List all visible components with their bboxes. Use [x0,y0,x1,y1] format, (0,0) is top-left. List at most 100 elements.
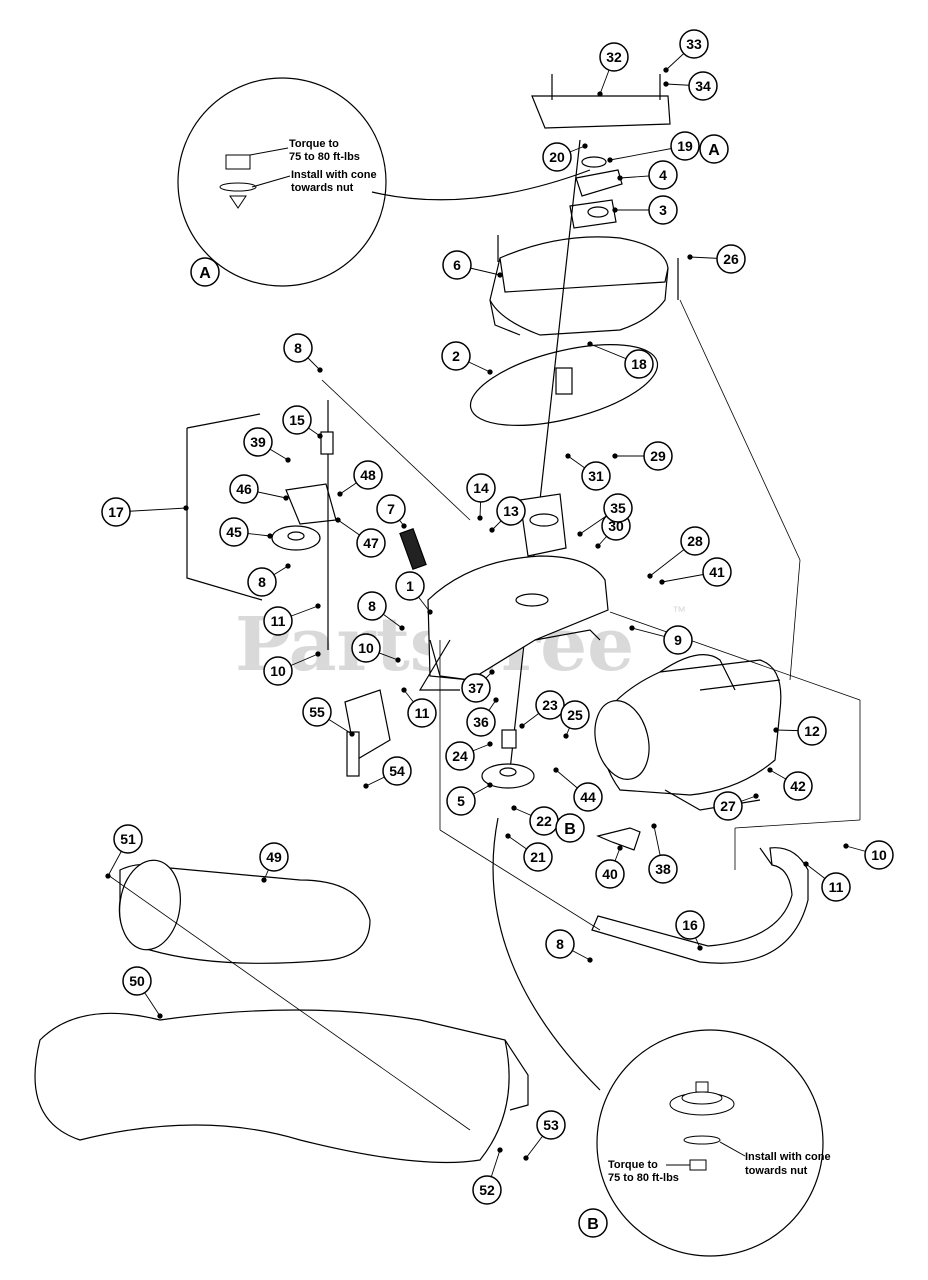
callout-bubble[interactable] [243,427,273,457]
callout-part-19[interactable]: 19 [670,131,700,161]
callout-part-8c[interactable]: 8 [357,591,387,621]
callout-part-17[interactable]: 17 [101,497,131,527]
callout-part-44[interactable]: 44 [573,782,603,812]
callout-bubble[interactable] [263,606,293,636]
callout-bubble[interactable] [648,160,678,190]
callout-part-53[interactable]: 53 [536,1110,566,1140]
callout-part-13[interactable]: 13 [496,496,526,526]
callout-part-28[interactable]: 28 [680,526,710,556]
callout-bubble[interactable] [247,567,277,597]
callout-bubble[interactable] [259,842,289,872]
callout-bubble[interactable] [466,473,496,503]
callout-bubble[interactable] [670,131,700,161]
callout-part-14[interactable]: 14 [466,473,496,503]
callout-bubble[interactable] [783,771,813,801]
callout-part-22[interactable]: 22 [529,806,559,836]
callout-bubble[interactable] [797,716,827,746]
callout-part-51[interactable]: 51 [113,824,143,854]
callout-bubble[interactable] [376,494,406,524]
callout-bubble[interactable] [716,244,746,274]
callout-bubble[interactable] [679,29,709,59]
callout-bubble[interactable] [466,707,496,737]
callout-bubble[interactable] [356,528,386,558]
callout-part-8b[interactable]: 8 [247,567,277,597]
callout-part-1[interactable]: 1 [395,571,425,601]
callout-part-50[interactable]: 50 [122,966,152,996]
callout-bubble[interactable] [302,697,332,727]
callout-part-39[interactable]: 39 [243,427,273,457]
callout-bubble[interactable] [713,791,743,821]
callout-bubble[interactable] [573,782,603,812]
callout-part-11c[interactable]: 11 [821,872,851,902]
callout-bubble[interactable] [523,842,553,872]
callout-bubble[interactable] [599,42,629,72]
callout-part-18[interactable]: 18 [624,349,654,379]
callout-part-27[interactable]: 27 [713,791,743,821]
callout-bubble[interactable] [122,966,152,996]
callout-part-11b[interactable]: 11 [407,698,437,728]
callout-part-5[interactable]: 5 [446,786,476,816]
detail-ref-bubble[interactable] [699,134,729,164]
callout-part-31[interactable]: 31 [581,461,611,491]
callout-bubble[interactable] [663,625,693,655]
callout-part-15[interactable]: 15 [282,405,312,435]
callout-part-23[interactable]: 23 [535,690,565,720]
callout-part-12[interactable]: 12 [797,716,827,746]
callout-part-40[interactable]: 40 [595,859,625,889]
callout-part-26[interactable]: 26 [716,244,746,274]
callout-bubble[interactable] [675,910,705,940]
callout-part-24[interactable]: 24 [445,741,475,771]
callout-bubble[interactable] [643,441,673,471]
callout-part-3[interactable]: 3 [648,195,678,225]
callout-bubble[interactable] [648,854,678,884]
callout-bubble[interactable] [395,571,425,601]
callout-part-9[interactable]: 9 [663,625,693,655]
callout-part-20[interactable]: 20 [542,142,572,172]
callout-part-6[interactable]: 6 [442,250,472,280]
detail-ref-a[interactable]: A [699,134,729,164]
callout-bubble[interactable] [624,349,654,379]
callout-part-8d[interactable]: 8 [545,929,575,959]
callout-bubble[interactable] [357,591,387,621]
callout-bubble[interactable] [446,786,476,816]
callout-bubble[interactable] [113,824,143,854]
callout-part-52[interactable]: 52 [472,1175,502,1205]
callout-part-21[interactable]: 21 [523,842,553,872]
callout-part-2[interactable]: 2 [441,341,471,371]
callout-part-55[interactable]: 55 [302,697,332,727]
callout-part-25[interactable]: 25 [560,700,590,730]
callout-bubble[interactable] [219,517,249,547]
callout-part-4[interactable]: 4 [648,160,678,190]
callout-bubble[interactable] [442,250,472,280]
callout-part-38[interactable]: 38 [648,854,678,884]
callout-bubble[interactable] [263,656,293,686]
callout-bubble[interactable] [407,698,437,728]
callout-bubble[interactable] [545,929,575,959]
callout-bubble[interactable] [581,461,611,491]
callout-bubble[interactable] [688,71,718,101]
callout-part-48[interactable]: 48 [353,460,383,490]
callout-part-8a[interactable]: 8 [283,333,313,363]
callout-bubble[interactable] [382,756,412,786]
callout-part-29[interactable]: 29 [643,441,673,471]
callout-part-10c[interactable]: 10 [864,840,894,870]
callout-bubble[interactable] [535,690,565,720]
callout-bubble[interactable] [229,474,259,504]
detail-ref-bubble[interactable] [555,813,585,843]
callout-part-16[interactable]: 16 [675,910,705,940]
callout-bubble[interactable] [472,1175,502,1205]
callout-bubble[interactable] [496,496,526,526]
callout-part-32[interactable]: 32 [599,42,629,72]
callout-part-42[interactable]: 42 [783,771,813,801]
callout-part-41[interactable]: 41 [702,557,732,587]
callout-bubble[interactable] [595,859,625,889]
callout-bubble[interactable] [542,142,572,172]
callout-bubble[interactable] [560,700,590,730]
callout-part-37[interactable]: 37 [461,673,491,703]
detail-ref-b[interactable]: B [555,813,585,843]
callout-bubble[interactable] [101,497,131,527]
callout-part-47[interactable]: 47 [356,528,386,558]
callout-part-49[interactable]: 49 [259,842,289,872]
callout-part-10a[interactable]: 10 [263,656,293,686]
callout-bubble[interactable] [353,460,383,490]
